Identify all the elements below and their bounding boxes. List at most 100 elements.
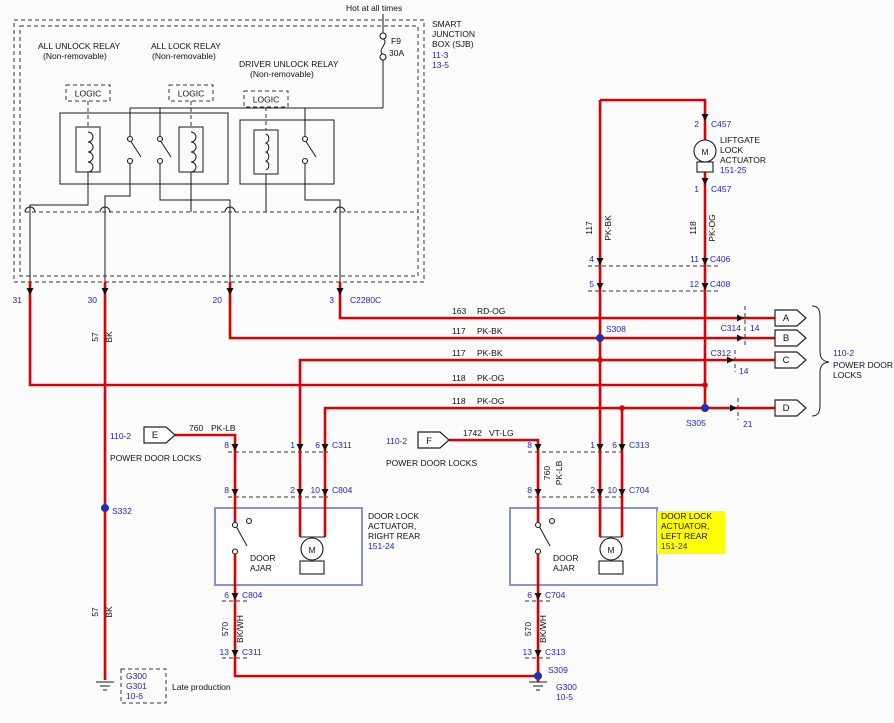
connector-c408: C408 [710, 279, 731, 289]
c311-pin-13: 13 [220, 647, 230, 657]
wire-118-pk-og-row4 [28, 282, 705, 387]
connector-f [417, 431, 450, 449]
connector-c704: C704 [629, 485, 650, 495]
wire-color-pk-og-row5: PK-OG [477, 396, 504, 406]
wire-num-163: 163 [452, 306, 466, 316]
left-rear-lock-motor [598, 536, 624, 575]
relay-box-unlock-lock [59, 112, 229, 185]
connector-c406: C406 [710, 254, 731, 264]
right-rear-lock-motor [299, 536, 325, 575]
wire-num-57-upper: 57 [90, 332, 100, 342]
connector-d-letter: D [783, 403, 790, 414]
c314-pin-14: 14 [750, 323, 760, 333]
connector-c311-lower: C311 [242, 647, 262, 657]
relay-box-driver-unlock [239, 119, 335, 185]
wire-color-bk-wh-right: BK/WH [235, 615, 245, 643]
c408-pin-5: 5 [589, 279, 594, 289]
ground-g300-g301-left [96, 681, 114, 691]
c312-pin-14: 14 [739, 366, 749, 376]
ground-g301-label: G301 [126, 681, 147, 691]
lr-motor-letter: M [607, 545, 614, 555]
liftgate-motor-letter: M [701, 147, 708, 157]
c406-pin-11: 11 [690, 254, 699, 264]
wire-num-117-row2: 117 [452, 326, 466, 336]
connector-e-letter: E [152, 430, 158, 441]
connector-c804: C804 [332, 485, 353, 495]
f-ref: 110-2 [386, 436, 407, 446]
wire-num-118-row4: 118 [452, 373, 466, 383]
connector-c804-lower: C804 [242, 590, 263, 600]
right-rear-actuator-box [214, 507, 363, 586]
fuse-rating: 30A [389, 48, 404, 58]
relay-coil-all-lock [178, 101, 204, 173]
c313-pin-8: 8 [527, 440, 532, 450]
offpage-dest-1: POWER DOOR [833, 360, 893, 370]
c704-pin-10: 10 [608, 485, 618, 495]
c313-pin-1: 1 [590, 440, 595, 450]
ground-g300-right [529, 681, 547, 691]
liftgate-name-1: LIFTGATE [720, 135, 760, 145]
e-ref: 110-2 [110, 431, 131, 441]
c311-pin-8: 8 [224, 440, 229, 450]
logic-box-3 [243, 90, 289, 108]
splice-s309 [534, 672, 542, 680]
c704-pin-8: 8 [527, 485, 532, 495]
wire-color-pk-og-vert: PK-OG [707, 214, 717, 241]
c313-pin-13: 13 [523, 647, 533, 657]
connector-c311: C311 [332, 440, 352, 450]
fuse-name: F9 [391, 36, 401, 46]
connector-c [774, 351, 807, 369]
c457-pin-2: 2 [694, 119, 699, 129]
logic-label-3: LOGIC [253, 95, 279, 105]
connector-c2280c: C2280C [350, 295, 381, 305]
sjb-outer-border [13, 19, 425, 283]
liftgate-lock-actuator [693, 139, 717, 173]
sjb-name-3: BOX (SJB) [432, 39, 474, 49]
highlight-left-rear [657, 511, 725, 554]
wire-num-118-row5: 118 [452, 396, 466, 406]
liftgate-ref: 151-25 [720, 165, 747, 175]
brace [811, 305, 830, 417]
relay-unlock-note: (Non-removable) [43, 51, 107, 61]
pin-20: 20 [213, 295, 223, 305]
wire-liftgate-feed [600, 98, 707, 140]
wire-color-pk-lb: PK-LB [211, 423, 236, 433]
connector-c312: C312 [711, 348, 732, 358]
sjb-name-2: JUNCTION [432, 29, 475, 39]
connector-c313: C313 [629, 440, 650, 450]
sjb-inner-border [19, 25, 419, 277]
logic-label-1: LOGIC [75, 89, 101, 99]
d-pin-21: 21 [743, 419, 753, 429]
logic-box-1 [65, 84, 111, 102]
relay-lock-note: (Non-removable) [152, 51, 216, 61]
pin-30: 30 [88, 295, 98, 305]
wire-color-vt-lg: VT-LG [489, 428, 514, 438]
rr-motor-letter: M [308, 545, 315, 555]
rr-name-3: RIGHT REAR [368, 531, 420, 541]
relay-contact-all-lock [156, 135, 172, 165]
connector-c314: C314 [721, 323, 742, 333]
wire-color-pk-bk-vert: PK-BK [603, 215, 613, 241]
relay-driver-name: DRIVER UNLOCK RELAY [239, 59, 339, 69]
wire-color-pk-bk-row2: PK-BK [477, 326, 503, 336]
sjb-ref-2: 13-5 [432, 60, 449, 70]
logic-label-2: LOGIC [178, 89, 204, 99]
ground-ref-right: 10-5 [556, 692, 573, 702]
connector-a [774, 309, 807, 327]
wire-color-pk-og-row4: PK-OG [477, 373, 504, 383]
relay-unlock-name: ALL UNLOCK RELAY [38, 41, 121, 51]
splice-s332 [101, 504, 109, 512]
lr-name-3: LEFT REAR [661, 531, 708, 541]
sjb-connector-interface [24, 206, 418, 213]
splice-s308 [596, 334, 604, 342]
rr-ref: 151-24 [368, 541, 395, 551]
pin-3: 3 [329, 295, 334, 305]
c804-pin-6: 6 [224, 590, 229, 600]
wire-color-bk-upper: BK [104, 331, 114, 343]
c311-pin-1: 1 [290, 440, 295, 450]
hot-label: Hot at all times [346, 3, 402, 13]
ground-ref-left: 10-6 [126, 691, 143, 701]
wire-num-570-right: 570 [220, 622, 230, 636]
connector-e [143, 426, 176, 444]
